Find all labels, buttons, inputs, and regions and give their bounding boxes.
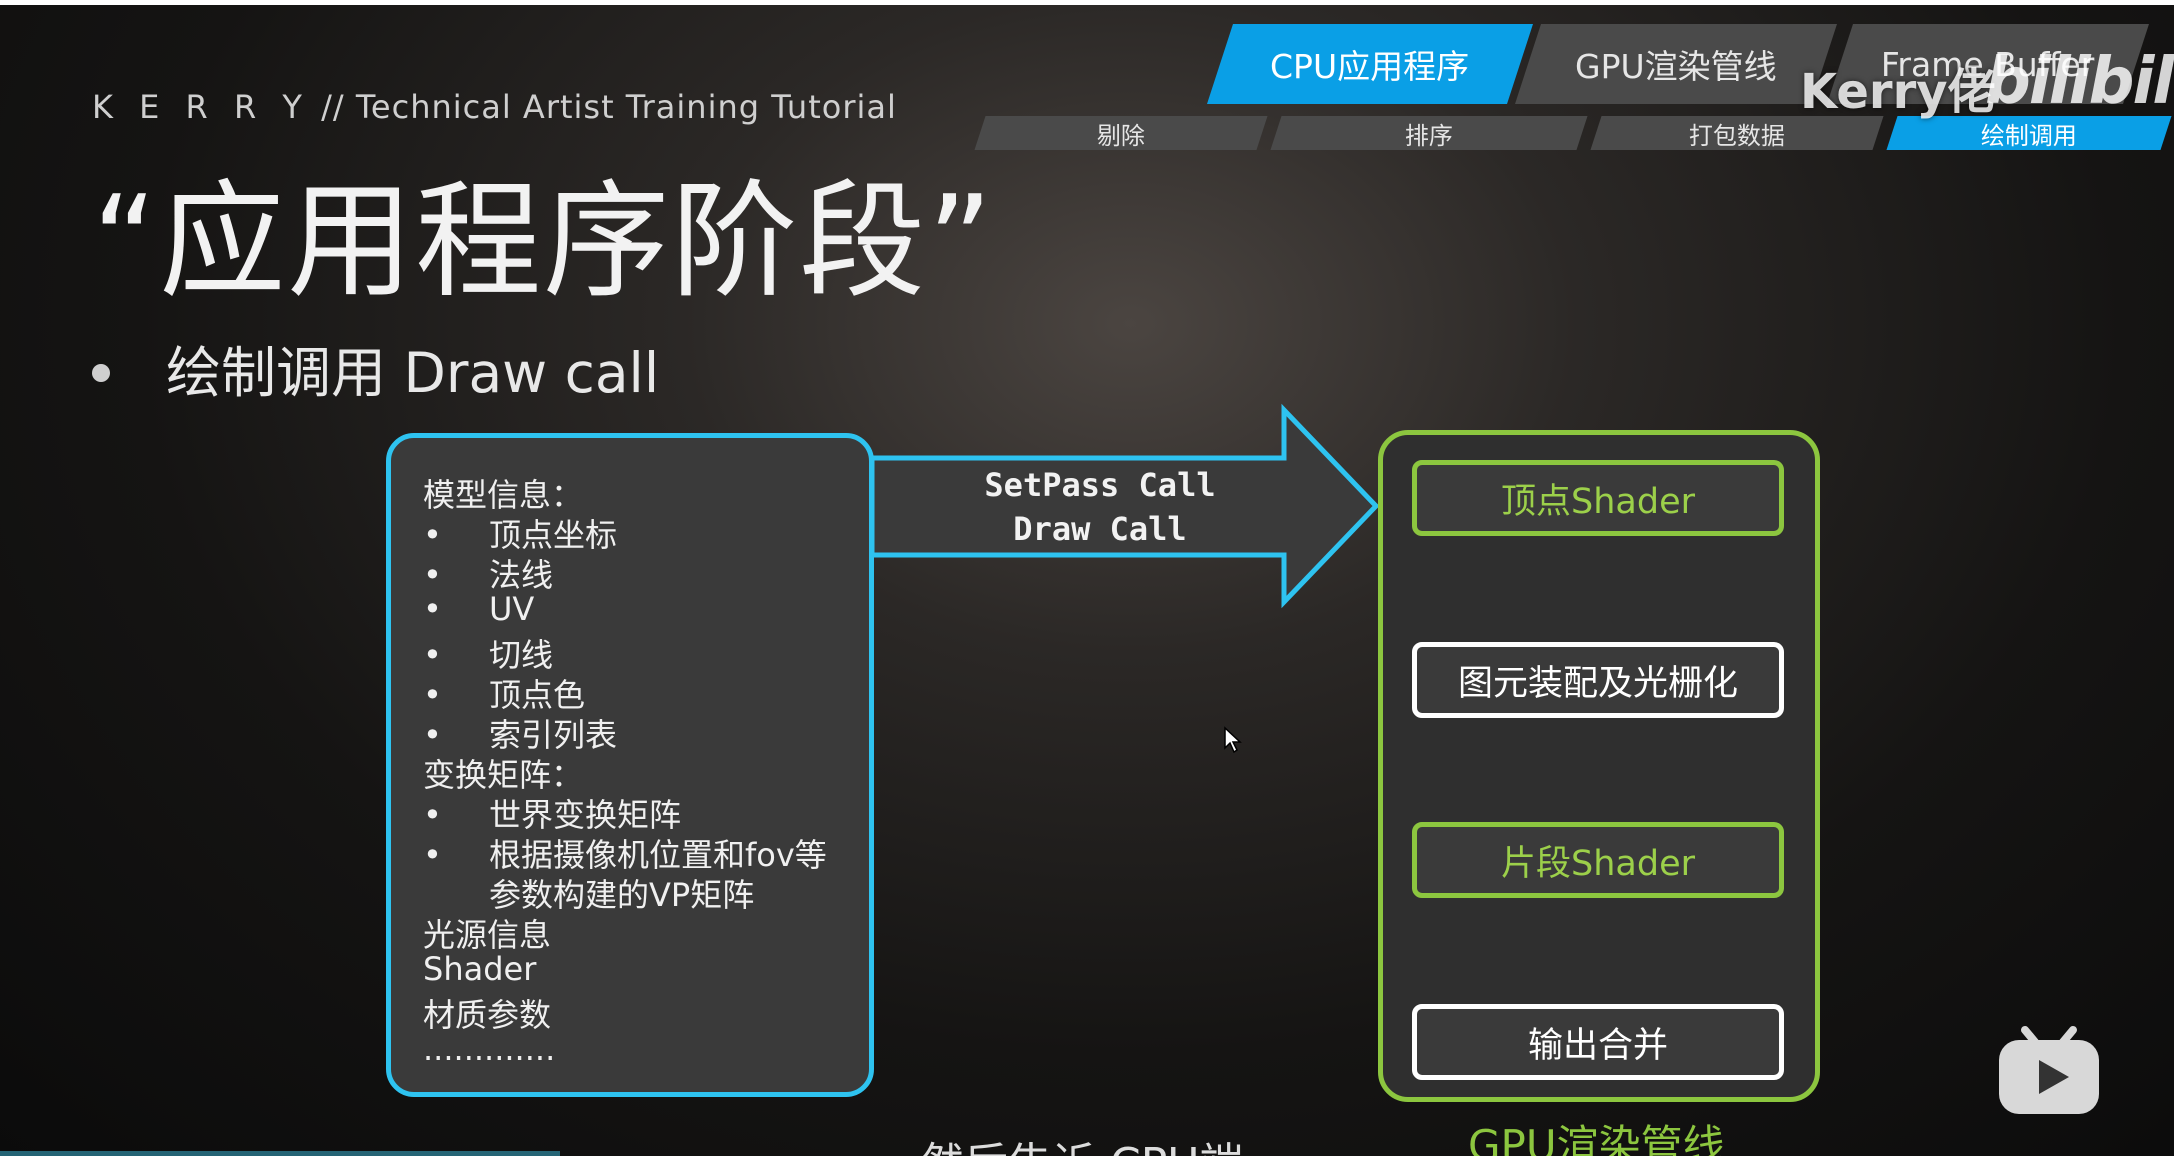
slide-title: “应用程序阶段” bbox=[92, 168, 995, 315]
subtab-sorting[interactable]: 排序 bbox=[1270, 116, 1588, 150]
list-item: •世界变换矩阵 bbox=[423, 796, 682, 834]
video-subtitle: 然后告诉 CPU端 bbox=[920, 1128, 1243, 1156]
arrow-label-setpass: SetPass Call bbox=[984, 466, 1216, 504]
list-item: •法线 bbox=[423, 556, 554, 594]
subtab-culling-label: 剔除 bbox=[1097, 121, 1145, 150]
list-item-continuation: 参数构建的VP矩阵 bbox=[489, 876, 755, 914]
material-info: 材质参数 bbox=[423, 996, 552, 1034]
tab-cpu-app[interactable]: CPU应用程序 bbox=[1207, 24, 1533, 104]
arrow-label-drawcall: Draw Call bbox=[1013, 510, 1187, 548]
subtab-culling[interactable]: 剔除 bbox=[974, 116, 1268, 150]
brand-name: K E R R Y bbox=[92, 88, 310, 126]
brand-subtitle: // Technical Artist Training Tutorial bbox=[321, 88, 897, 126]
transform-heading: 变换矩阵： bbox=[423, 756, 584, 794]
list-item: •索引列表 bbox=[423, 716, 618, 754]
list-item: •UV bbox=[423, 590, 535, 628]
model-heading: 模型信息： bbox=[423, 476, 584, 514]
list-item: •顶点色 bbox=[423, 676, 586, 714]
tab-gpu-pipeline-label: GPU渲染管线 bbox=[1575, 47, 1777, 86]
tab-gpu-pipeline[interactable]: GPU渲染管线 bbox=[1515, 24, 1837, 104]
bullet-dot-icon bbox=[92, 364, 110, 382]
top-border bbox=[0, 0, 2174, 5]
list-item: •根据摄像机位置和fov等 bbox=[423, 836, 827, 874]
channel-watermark: Kerry佬 bbox=[1800, 64, 1996, 120]
gpu-pipeline-caption: GPU渲染管线 bbox=[1468, 1121, 1725, 1156]
play-icon[interactable] bbox=[1995, 1018, 2103, 1118]
bullet-text: 绘制调用 Draw call bbox=[166, 341, 660, 405]
vertex-shader-stage: 顶点Shader bbox=[1412, 460, 1784, 536]
bullet-heading: 绘制调用 Draw call bbox=[92, 328, 659, 408]
render-data-panel: 模型信息： •顶点坐标 •法线 •UV •切线 •顶点色 •索引列表 变换矩阵：… bbox=[386, 433, 874, 1097]
rasterization-stage: 图元装配及光栅化 bbox=[1412, 642, 1784, 718]
arrow-shape bbox=[869, 403, 1380, 609]
subtab-packing-label: 打包数据 bbox=[1689, 121, 1785, 150]
shader-info: Shader bbox=[423, 950, 537, 988]
light-info: 光源信息 bbox=[423, 916, 552, 954]
brand-line: K E R R Y // Technical Artist Training T… bbox=[92, 88, 897, 126]
fragment-shader-stage: 片段Shader bbox=[1412, 822, 1784, 898]
tab-cpu-app-label: CPU应用程序 bbox=[1270, 47, 1470, 86]
mouse-cursor-icon bbox=[1224, 726, 1242, 754]
gpu-pipeline-panel bbox=[1378, 430, 1820, 1102]
list-item: •切线 bbox=[423, 636, 554, 674]
ellipsis: ............. bbox=[423, 1030, 556, 1068]
list-item: •顶点坐标 bbox=[423, 516, 618, 554]
video-progress-bar[interactable] bbox=[0, 1151, 560, 1156]
subtab-sorting-label: 排序 bbox=[1405, 121, 1453, 150]
output-merge-stage: 输出合并 bbox=[1412, 1004, 1784, 1080]
bilibili-logo: bilibili bbox=[1985, 45, 2174, 119]
